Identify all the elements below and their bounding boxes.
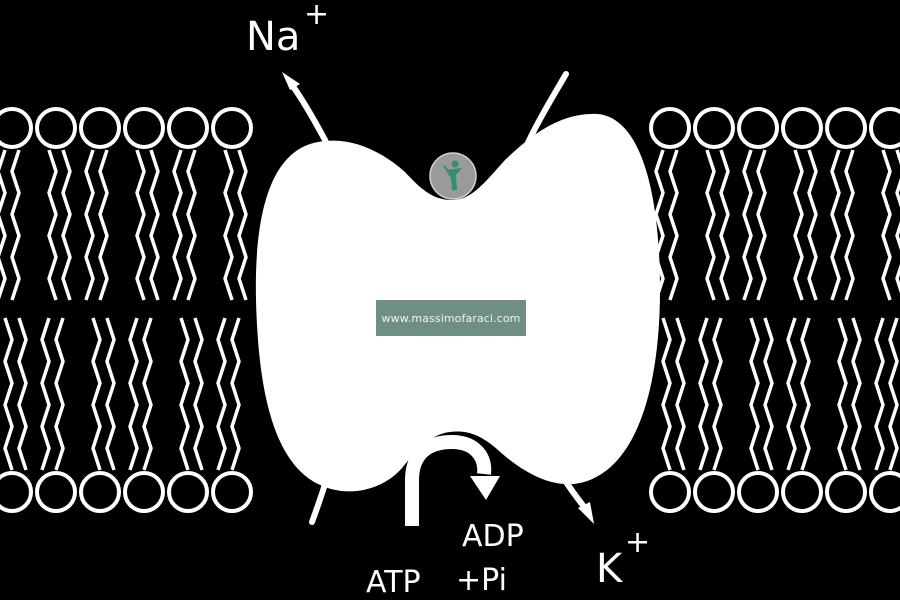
lipid-head-bottom <box>781 471 823 513</box>
lipid-tail <box>172 149 183 301</box>
lipid-tail <box>888 317 899 471</box>
na-ion-label: Na <box>246 14 300 60</box>
lipid-tail <box>10 149 21 301</box>
lipid-tail <box>756 149 767 301</box>
lipid-tail <box>654 149 665 301</box>
lipid-tail <box>135 149 146 301</box>
lipid-tail <box>807 149 818 301</box>
lipid-tail <box>800 317 811 471</box>
lipid-tail <box>0 149 7 300</box>
lipid-head-bottom <box>649 471 691 513</box>
lipid-head-top <box>649 107 691 149</box>
lipid-tail <box>874 317 885 471</box>
lipid-tail <box>719 149 730 301</box>
lipid-tail <box>230 317 241 471</box>
lipid-tail <box>705 149 716 301</box>
lipid-tail <box>142 317 153 471</box>
na-charge-label: + <box>304 0 329 32</box>
lipid-head-top <box>693 107 735 149</box>
lipid-head-top <box>211 107 253 149</box>
lipid-head-top <box>737 107 779 149</box>
lipid-head-bottom <box>211 471 253 513</box>
lipid-tail <box>223 149 234 301</box>
lipid-head-bottom <box>0 471 33 513</box>
lipid-tail <box>179 317 190 471</box>
lipid-tail <box>881 149 892 301</box>
lipid-head-bottom <box>825 471 867 513</box>
lipid-head-bottom <box>167 471 209 513</box>
k-ion-label: K <box>596 546 624 592</box>
lipid-head-top <box>0 107 33 149</box>
watermark-banner: www.massimofaraci.com <box>376 300 526 336</box>
lipid-tail <box>786 317 797 471</box>
k-charge-label: + <box>625 525 650 560</box>
lipid-tail <box>712 317 723 471</box>
pi-label: +Pi <box>456 563 507 598</box>
lipid-tail <box>793 149 804 301</box>
lipid-tail <box>675 317 686 471</box>
atp-adp-arrow-head <box>470 476 500 500</box>
lipid-tail <box>837 317 848 471</box>
lipid-tail <box>668 149 679 301</box>
lipid-tail <box>54 317 65 471</box>
lipid-head-bottom <box>123 471 165 513</box>
lipid-tail <box>661 317 672 471</box>
lipid-tail <box>844 149 855 301</box>
lipid-tail <box>40 317 51 471</box>
lipid-head-top <box>123 107 165 149</box>
person-logo-icon <box>429 152 477 200</box>
lipid-head-bottom <box>35 471 77 513</box>
lipid-tail <box>698 317 709 471</box>
lipid-head-bottom <box>869 471 900 513</box>
lipid-head-top <box>825 107 867 149</box>
na-transport-path <box>287 79 361 525</box>
lipid-tail <box>17 317 28 471</box>
k-arrow-head <box>578 502 594 524</box>
lipid-head-top <box>79 107 121 149</box>
lipid-head-bottom <box>79 471 121 513</box>
atp-label: ATP <box>366 565 421 600</box>
lipid-head-top <box>35 107 77 149</box>
lipid-head-top <box>781 107 823 149</box>
lipid-tail <box>749 317 760 471</box>
lipid-head-bottom <box>737 471 779 513</box>
lipid-tail <box>237 149 248 301</box>
lipid-tail <box>149 149 160 301</box>
lipid-tail <box>895 149 900 294</box>
lipid-head-bottom <box>693 471 735 513</box>
lipid-head-top <box>869 107 900 149</box>
lipid-bilayer-right <box>649 107 900 513</box>
lipid-tail <box>851 317 862 471</box>
lipid-tail <box>84 149 95 301</box>
lipid-tail <box>91 317 102 471</box>
lipid-tail <box>61 149 72 301</box>
na-arrow-head <box>282 72 300 90</box>
lipid-tail <box>3 317 14 471</box>
atp-adp-curved-arrow <box>405 434 492 526</box>
lipid-tail <box>193 317 204 471</box>
lipid-tail <box>742 149 753 301</box>
lipid-tail <box>47 149 58 301</box>
adp-label: ADP <box>462 519 524 554</box>
lipid-tail <box>105 317 116 471</box>
lipid-head-top <box>167 107 209 149</box>
watermark-text: www.massimofaraci.com <box>381 311 521 325</box>
lipid-tail <box>186 149 197 301</box>
lipid-tail <box>98 149 109 301</box>
lipid-bilayer-left <box>0 107 253 513</box>
lipid-tail <box>216 317 227 471</box>
lipid-tail <box>763 317 774 471</box>
lipid-tail <box>830 149 841 301</box>
lipid-tail <box>128 317 139 471</box>
